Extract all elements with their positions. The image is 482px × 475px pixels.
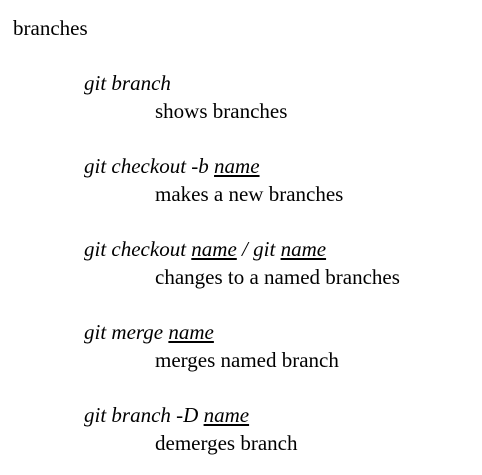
entry-git-checkout-b: git checkout -b name makes a new branche… bbox=[84, 152, 474, 208]
command-part: git merge bbox=[84, 320, 169, 344]
command-description: shows branches bbox=[155, 99, 288, 123]
command-part: git checkout bbox=[84, 237, 192, 261]
entry-git-branch-d: git branch -D name demerges branch bbox=[84, 401, 474, 457]
command-text: git branch bbox=[84, 69, 474, 97]
command-part: git branch bbox=[84, 71, 171, 95]
command-part: git checkout -b bbox=[84, 154, 215, 178]
entry-git-merge: git merge name merges named branch bbox=[84, 318, 474, 374]
entry-git-checkout: git checkout name / git name changes to … bbox=[84, 235, 474, 291]
command-text: git merge name bbox=[84, 318, 474, 346]
command-description: demerges branch bbox=[155, 431, 298, 455]
command-placeholder: name bbox=[280, 237, 327, 261]
command-text: git checkout -b name bbox=[84, 152, 474, 180]
command-placeholder: name bbox=[214, 154, 260, 178]
command-description: makes a new branches bbox=[155, 182, 344, 206]
command-part: git branch -D bbox=[84, 403, 204, 427]
command-text: git branch -D name bbox=[84, 401, 474, 429]
command-placeholder: name bbox=[203, 403, 250, 427]
command-placeholder: name bbox=[191, 237, 237, 261]
section-heading: branches bbox=[13, 16, 88, 40]
entry-git-branch: git branch shows branches bbox=[84, 69, 474, 125]
command-description: merges named branch bbox=[155, 348, 339, 372]
command-text: git checkout name / git name bbox=[84, 235, 474, 263]
command-part: / git bbox=[236, 237, 281, 261]
command-description: changes to a named branches bbox=[155, 265, 400, 289]
command-placeholder: name bbox=[168, 320, 214, 344]
